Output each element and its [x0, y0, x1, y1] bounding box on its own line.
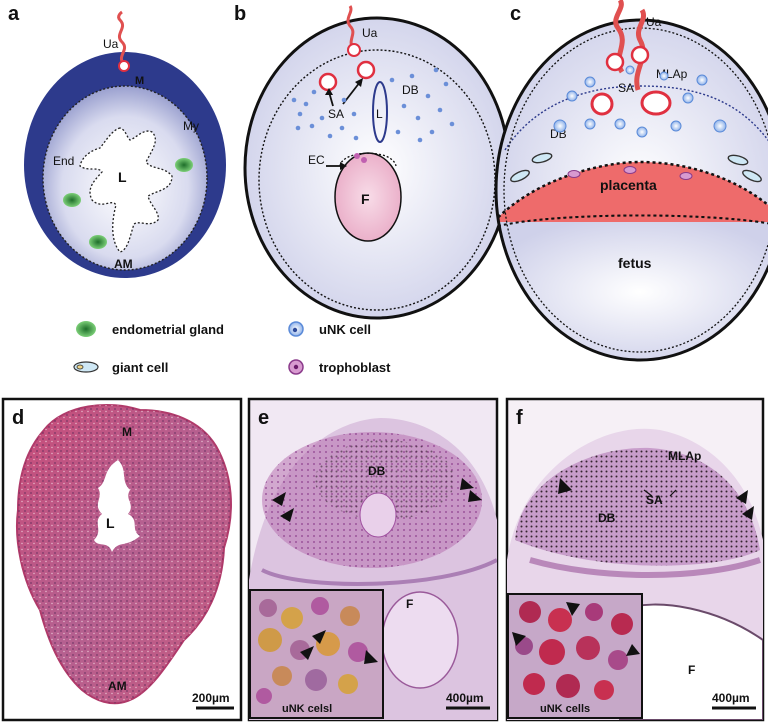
label-db: DB	[368, 464, 386, 478]
lumen-shape	[79, 127, 173, 253]
label-db: DB	[598, 511, 616, 525]
uterine-artery	[117, 10, 127, 66]
label-db: DB	[402, 83, 419, 97]
arrowheads-e-inset	[300, 630, 378, 664]
label-f: F	[688, 663, 695, 677]
scale-label: 400µm	[712, 691, 750, 705]
legend: endometrial gland uNK cell giant cell tr…	[73, 321, 391, 375]
spiral-artery	[356, 60, 376, 80]
label-am: AM	[114, 257, 133, 271]
legend-label: trophoblast	[319, 360, 391, 375]
legend-item-giant-cell: giant cell	[73, 360, 168, 375]
legend-label: endometrial gland	[112, 322, 224, 337]
spiral-artery	[318, 72, 338, 92]
endometrial-gland-icon	[76, 321, 96, 337]
endometrial-gland	[89, 235, 107, 249]
panel-f-letter: f	[516, 407, 523, 429]
unk-cells-b	[291, 67, 455, 143]
lumen-d	[94, 460, 140, 552]
lumen-b	[372, 81, 388, 143]
legend-item-endometrial-gland: endometrial gland	[76, 321, 224, 337]
giant-cells-c	[510, 152, 762, 183]
inset-f-cells	[515, 601, 633, 700]
panel-a: a Ua M My End L AM	[8, 3, 226, 278]
arrowheads-e	[272, 478, 482, 522]
endometrial-gland	[63, 193, 81, 207]
panel-d-letter: d	[12, 407, 24, 429]
label-ua: Ua	[362, 26, 378, 40]
label-end: End	[53, 154, 74, 168]
panel-b: b Ua SA DB L F EC	[234, 3, 511, 320]
label-placenta: placenta	[600, 177, 657, 193]
spiral-artery	[605, 52, 625, 72]
spiral-artery	[590, 92, 614, 116]
label-lumen: L	[118, 169, 127, 185]
label-lumen: L	[376, 107, 383, 121]
uterine-artery	[634, 8, 646, 91]
legend-label: uNK cell	[319, 322, 371, 337]
panel-d: d M L AM 200µm	[1, 397, 243, 722]
scale-label: 200µm	[192, 691, 230, 705]
inset-label: uNK celsl	[282, 703, 332, 715]
label-mlap: MLAp	[668, 449, 701, 463]
panel-e: e DB F uNK celsl	[247, 397, 499, 722]
label-sa: SA	[328, 107, 344, 121]
label-sa: SA	[646, 493, 663, 507]
label-fetus: fetus	[618, 255, 652, 271]
scale-label: 400µm	[446, 691, 484, 705]
label-m: M	[122, 425, 132, 439]
spiral-artery	[630, 45, 650, 65]
arrowheads-f-inset	[512, 602, 640, 656]
arrowheads-f	[558, 478, 754, 520]
inset-label: uNK cells	[540, 703, 590, 715]
uterine-artery	[346, 5, 356, 51]
label-ua: Ua	[646, 15, 662, 29]
panel-e-letter: e	[258, 407, 269, 429]
panel-b-letter: b	[234, 3, 246, 25]
fetus-e	[381, 591, 459, 689]
endometrial-gland	[175, 158, 193, 172]
trophoblasts-c	[567, 166, 693, 180]
label-ec: EC	[308, 153, 325, 167]
label-f: F	[406, 597, 413, 611]
legend-label: giant cell	[112, 360, 168, 375]
label-am: AM	[108, 679, 127, 693]
giant-cell-icon	[73, 361, 99, 373]
spiral-artery	[640, 90, 672, 116]
label-lumen: L	[106, 515, 115, 531]
panel-a-letter: a	[8, 3, 20, 25]
legend-item-unk-cell: uNK cell	[288, 321, 371, 337]
panel-f: f MLAp SA DB F u	[505, 397, 765, 722]
label-ua: Ua	[103, 37, 119, 51]
label-my: My	[183, 119, 199, 133]
label-sa: SA	[618, 81, 634, 95]
legend-item-trophoblast: trophoblast	[288, 359, 391, 375]
label-m: M	[135, 75, 144, 87]
panel-c-letter: c	[510, 3, 521, 25]
panel-c: c Ua MLAp SA DB	[494, 0, 768, 362]
unk-cells-c	[553, 65, 727, 138]
label-f: F	[361, 191, 370, 207]
